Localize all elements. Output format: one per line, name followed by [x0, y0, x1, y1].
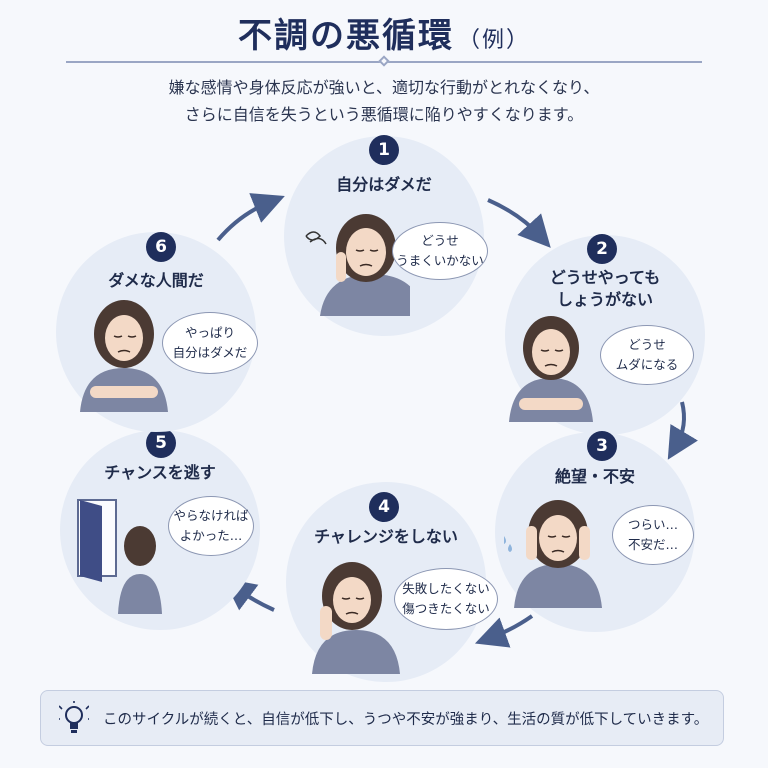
step-3-thought-bubble: つらい… 不安だ… — [612, 505, 694, 565]
step-2-label: どうせやっても しょうがない — [549, 268, 661, 309]
step-1-number: 1 — [369, 135, 399, 165]
arrow-2-to-3 — [667, 401, 698, 460]
step-5-thought-bubble: やらなければ よかった… — [168, 496, 254, 556]
step-6-label: ダメな人間だ — [108, 271, 204, 290]
subtitle-line-2: さらに自信を失うという悪循環に陥りやすくなります。 — [184, 105, 584, 124]
dejected-person-icon — [80, 300, 168, 412]
step-2-thought-bubble: どうせ ムダになる — [600, 325, 694, 385]
step-2-number: 2 — [587, 234, 617, 264]
arrow-3-to-4 — [474, 614, 534, 648]
arrow-1-to-2 — [487, 198, 551, 248]
title-example: （例） — [457, 28, 530, 53]
step-3-label: 絶望・不安 — [554, 467, 635, 486]
hesitant-person-icon — [312, 562, 400, 674]
step-4-number: 4 — [369, 492, 399, 522]
despairing-person-icon — [504, 500, 602, 608]
step-1-thought-bubble: どうせ うまくいかない — [392, 222, 488, 280]
step-4-thought-bubble: 失敗したくない 傷つきたくない — [394, 568, 498, 630]
step-6-number: 6 — [146, 232, 176, 262]
lightbulb-icon — [59, 701, 89, 733]
arms-crossed-person-icon — [509, 316, 593, 422]
arrow-4-to-5 — [223, 578, 275, 612]
footer-text: このサイクルが続くと、自信が低下し、うつや不安が強まり、生活の質が低下していきま… — [103, 712, 709, 728]
step-6-thought-bubble: やっぱり 自分はダメだ — [162, 312, 258, 374]
footer-note: このサイクルが続くと、自信が低下し、うつや不安が強まり、生活の質が低下していきま… — [40, 690, 724, 746]
open-door-icon — [77, 499, 162, 614]
page-title: 不調の悪循環（例） — [238, 8, 530, 57]
step-4-label: チャレンジをしない — [314, 527, 458, 546]
title-main: 不調の悪循環 — [237, 16, 454, 56]
arrow-6-to-1 — [216, 193, 285, 242]
worried-person-icon — [305, 214, 410, 316]
step-1-label: 自分はダメだ — [336, 175, 432, 194]
subtitle-line-1: 嫌な感情や身体反応が強いと、適切な行動がとれなくなり、 — [168, 78, 600, 97]
title-area: 不調の悪循環（例） — [0, 8, 768, 57]
step-5-label: チャンスを逃す — [104, 463, 216, 482]
step-5-number: 5 — [146, 428, 176, 458]
subtitle: 嫌な感情や身体反応が強いと、適切な行動がとれなくなり、 さらに自信を失うという悪… — [0, 74, 768, 128]
step-3-number: 3 — [587, 431, 617, 461]
